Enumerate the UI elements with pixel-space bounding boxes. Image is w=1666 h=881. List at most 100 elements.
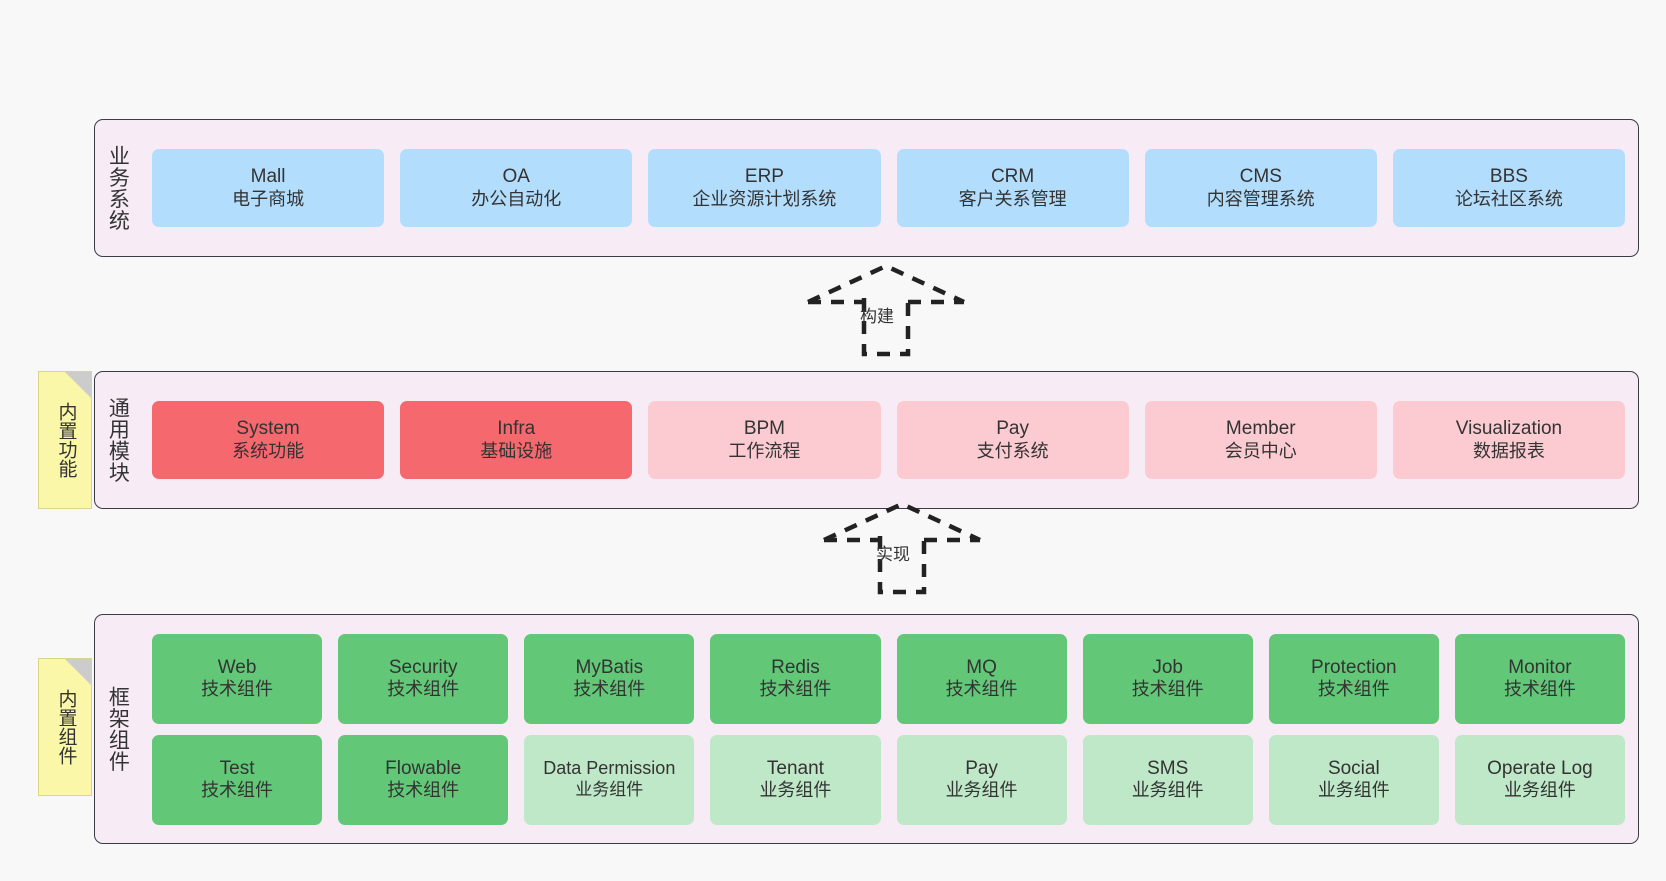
node-subtitle: 技术组件 — [201, 679, 274, 700]
note-text: 内置组件 — [55, 689, 77, 765]
node-redis[interactable]: Redis 技术组件 — [710, 633, 881, 724]
node-subtitle: 技术组件 — [945, 679, 1018, 700]
node-subtitle: 电子商城 — [232, 188, 305, 209]
node-subtitle: 业务组件 — [1317, 780, 1390, 801]
node-mall[interactable]: Mall 电子商城 — [152, 149, 385, 227]
node-social[interactable]: Social 业务组件 — [1268, 734, 1439, 825]
node-title: Job — [1152, 656, 1183, 678]
node-subtitle: 技术组件 — [387, 780, 460, 801]
node-monitor[interactable]: Monitor 技术组件 — [1454, 633, 1625, 724]
node-title: Monitor — [1508, 656, 1572, 678]
node-subtitle: 技术组件 — [387, 679, 460, 700]
node-row: Test 技术组件 Flowable 技术组件 Data Permission … — [152, 734, 1625, 825]
node-sms[interactable]: SMS 业务组件 — [1082, 734, 1253, 825]
node-visualization[interactable]: Visualization 数据报表 — [1392, 401, 1626, 479]
arrow-realize: 实现 — [802, 500, 992, 596]
node-member[interactable]: Member 会员中心 — [1144, 401, 1377, 479]
node-title: Infra — [497, 418, 536, 440]
layer-body-modules: System 系统功能 Infra 基础设施 BPM 工作流程 Pay 支付系统… — [139, 372, 1638, 508]
node-erp[interactable]: ERP 企业资源计划系统 — [648, 149, 881, 227]
node-title: Redis — [771, 656, 820, 678]
layer-title-business: 业务系统 — [106, 145, 130, 231]
node-title: Member — [1225, 418, 1296, 440]
node-subtitle: 客户关系管理 — [958, 188, 1067, 209]
node-title: Social — [1327, 757, 1380, 779]
node-row: System 系统功能 Infra 基础设施 BPM 工作流程 Pay 支付系统… — [152, 401, 1626, 479]
node-title: ERP — [744, 166, 784, 188]
node-bbs[interactable]: BBS 论坛社区系统 — [1392, 149, 1626, 227]
node-row: Mall 电子商城 OA 办公自动化 ERP 企业资源计划系统 CRM 客户关系… — [152, 149, 1626, 227]
node-subtitle: 技术组件 — [573, 679, 646, 700]
node-operate-log[interactable]: Operate Log 业务组件 — [1454, 734, 1625, 825]
node-cms[interactable]: CMS 内容管理系统 — [1144, 149, 1377, 227]
node-title: Data Permission — [543, 758, 676, 779]
node-data-permission[interactable]: Data Permission 业务组件 — [524, 734, 695, 825]
node-mq[interactable]: MQ 技术组件 — [896, 633, 1067, 724]
node-title: CMS — [1239, 166, 1282, 188]
node-subtitle: 技术组件 — [201, 780, 274, 801]
node-title: Test — [219, 757, 255, 779]
node-title: Protection — [1311, 656, 1397, 678]
node-infra[interactable]: Infra 基础设施 — [400, 401, 633, 479]
node-title: System — [236, 418, 300, 440]
node-subtitle: 支付系统 — [976, 440, 1049, 461]
node-title: MQ — [966, 656, 997, 678]
node-subtitle: 内容管理系统 — [1206, 188, 1315, 209]
dashed-generalization-arrow-icon — [807, 263, 965, 357]
arrow-build: 构建 — [786, 262, 976, 358]
node-title: Security — [388, 656, 458, 678]
node-protection[interactable]: Protection 技术组件 — [1268, 633, 1439, 724]
note-builtin-features: 内置功能 — [38, 371, 92, 509]
node-subtitle: 系统功能 — [232, 440, 305, 461]
node-system[interactable]: System 系统功能 — [152, 401, 385, 479]
node-title: CRM — [990, 166, 1035, 188]
node-title: Mall — [250, 166, 286, 188]
node-pay-component[interactable]: Pay 业务组件 — [896, 734, 1067, 825]
node-title: Operate Log — [1487, 757, 1593, 779]
node-mybatis[interactable]: MyBatis 技术组件 — [524, 633, 695, 724]
node-subtitle: 业务组件 — [1131, 780, 1204, 801]
node-title: OA — [502, 166, 530, 188]
node-subtitle: 数据报表 — [1472, 440, 1545, 461]
layer-framework-components: 框架组件 Web 技术组件 Security 技术组件 MyBatis 技术组件… — [94, 614, 1639, 844]
node-title: Pay — [996, 418, 1029, 440]
layer-common-modules: 通用模块 System 系统功能 Infra 基础设施 BPM 工作流程 Pay… — [94, 371, 1639, 509]
node-subtitle: 论坛社区系统 — [1454, 188, 1563, 209]
node-subtitle: 基础设施 — [480, 440, 553, 461]
node-subtitle: 业务组件 — [759, 780, 832, 801]
node-subtitle: 工作流程 — [728, 440, 801, 461]
layer-title-frame: 框架组件 — [106, 686, 130, 772]
node-flowable[interactable]: Flowable 技术组件 — [338, 734, 509, 825]
layer-body-business: Mall 电子商城 OA 办公自动化 ERP 企业资源计划系统 CRM 客户关系… — [139, 120, 1638, 256]
layer-title-modules: 通用模块 — [106, 397, 130, 483]
node-title: BPM — [743, 418, 786, 440]
node-title: Flowable — [385, 757, 462, 779]
node-test[interactable]: Test 技术组件 — [152, 734, 323, 825]
arrow-label-realize: 实现 — [876, 545, 910, 564]
node-subtitle: 技术组件 — [1503, 679, 1576, 700]
node-title: Pay — [965, 757, 998, 779]
node-crm[interactable]: CRM 客户关系管理 — [896, 149, 1129, 227]
node-row: Web 技术组件 Security 技术组件 MyBatis 技术组件 Redi… — [152, 633, 1625, 724]
node-subtitle: 技术组件 — [1131, 679, 1204, 700]
node-subtitle: 技术组件 — [1317, 679, 1390, 700]
dashed-generalization-arrow-icon — [823, 501, 981, 595]
layer-business-systems: 业务系统 Mall 电子商城 OA 办公自动化 ERP 企业资源计划系统 CRM… — [94, 119, 1639, 257]
node-subtitle: 技术组件 — [759, 679, 832, 700]
node-job[interactable]: Job 技术组件 — [1082, 633, 1253, 724]
note-builtin-components: 内置组件 — [38, 658, 92, 796]
node-pay-module[interactable]: Pay 支付系统 — [896, 401, 1129, 479]
node-subtitle: 业务组件 — [945, 780, 1018, 801]
node-security[interactable]: Security 技术组件 — [338, 633, 509, 724]
node-oa[interactable]: OA 办公自动化 — [400, 149, 633, 227]
node-tenant[interactable]: Tenant 业务组件 — [710, 734, 881, 825]
node-bpm[interactable]: BPM 工作流程 — [648, 401, 881, 479]
node-title: SMS — [1147, 757, 1189, 779]
node-title: Tenant — [766, 757, 824, 779]
node-web[interactable]: Web 技术组件 — [152, 633, 323, 724]
note-fold-corner-icon — [65, 659, 91, 685]
node-subtitle: 业务组件 — [1503, 780, 1576, 801]
node-subtitle: 业务组件 — [575, 780, 644, 800]
note-text: 内置功能 — [55, 402, 77, 478]
